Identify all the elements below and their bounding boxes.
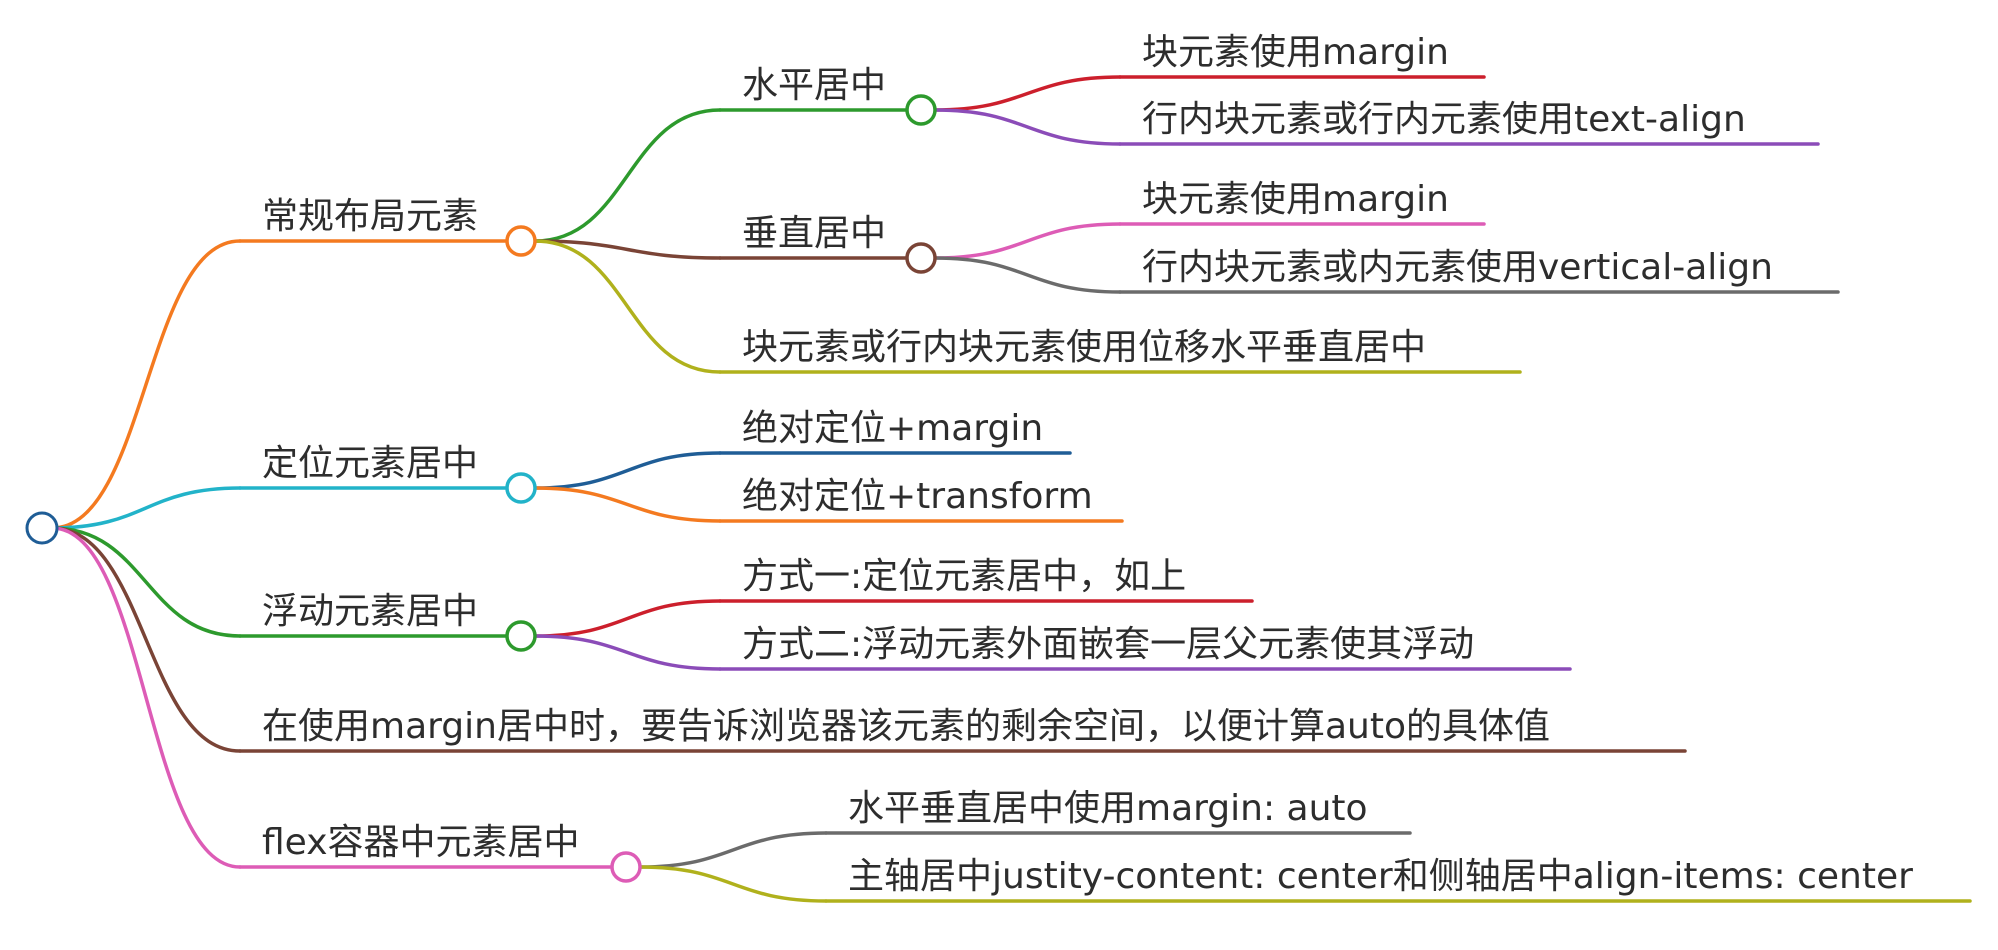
subtopic-normal-1-knot[interactable] — [905, 242, 937, 274]
subtopic-flex-0-label[interactable]: 水平垂直居中使用margin: auto — [848, 788, 1368, 829]
node-labels: 常规布局元素水平居中块元素使用margin行内块元素或行内元素使用text-al… — [262, 32, 1913, 897]
topic-flex-link — [50, 526, 242, 869]
topic-normal-link — [50, 239, 242, 530]
topic-flex-label[interactable]: flex容器中元素居中 — [262, 822, 580, 863]
leaf-horizontal-1-label[interactable]: 行内块元素或行内元素使用text-align — [1142, 99, 1746, 140]
subtopic-positioned-0-link — [533, 451, 722, 490]
subtopic-positioned-1-link — [533, 486, 722, 523]
leaf-vertical-1-label[interactable]: 行内块元素或内元素使用vertical-align — [1142, 247, 1773, 288]
subtopic-flex-1-link — [638, 865, 828, 903]
subtopic-flex-0-link — [638, 831, 828, 869]
subtopic-positioned-1-label[interactable]: 绝对定位+transform — [742, 476, 1093, 517]
subtopic-normal-2-label[interactable]: 块元素或行内块元素使用位移水平垂直居中 — [742, 327, 1426, 368]
subtopic-flex-1-label[interactable]: 主轴居中justity-content: center和侧轴居中align-it… — [848, 856, 1913, 897]
subtopic-normal-1-label[interactable]: 垂直居中 — [742, 213, 886, 254]
subtopic-float-0-label[interactable]: 方式一:定位元素居中，如上 — [742, 556, 1186, 597]
topic-normal-knot[interactable] — [505, 225, 537, 257]
subtopic-normal-0-label[interactable]: 水平居中 — [742, 65, 886, 106]
subtopic-normal-2-link — [533, 239, 722, 374]
topic-positioned-label[interactable]: 定位元素居中 — [262, 443, 478, 484]
topic-float-link — [50, 526, 242, 638]
topic-positioned-link — [50, 486, 242, 530]
topic-normal-label[interactable]: 常规布局元素 — [262, 196, 478, 237]
topic-float-knot[interactable] — [505, 620, 537, 652]
subtopic-normal-0-knot[interactable] — [905, 94, 937, 126]
leaf-vertical-1-link — [933, 256, 1122, 294]
subtopic-normal-1-link — [533, 239, 722, 260]
root-node[interactable] — [25, 511, 59, 545]
node-knots — [25, 94, 937, 883]
topic-positioned-knot[interactable] — [505, 472, 537, 504]
subtopic-float-0-link — [533, 599, 722, 638]
subtopic-float-1-link — [533, 634, 722, 671]
leaf-horizontal-1-link — [933, 108, 1122, 146]
topic-margin-note-link — [50, 526, 242, 753]
leaf-vertical-0-label[interactable]: 块元素使用margin — [1142, 179, 1449, 220]
subtopic-float-1-label[interactable]: 方式二:浮动元素外面嵌套一层父元素使其浮动 — [742, 624, 1474, 665]
topic-float-label[interactable]: 浮动元素居中 — [262, 591, 478, 632]
leaf-horizontal-0-label[interactable]: 块元素使用margin — [1142, 32, 1449, 73]
branch-links — [50, 75, 1972, 903]
topic-margin-note-label[interactable]: 在使用margin居中时，要告诉浏览器该元素的剩余空间，以便计算auto的具体值 — [262, 706, 1550, 747]
leaf-horizontal-0-link — [933, 75, 1122, 112]
leaf-vertical-0-link — [933, 222, 1122, 260]
subtopic-positioned-0-label[interactable]: 绝对定位+margin — [742, 408, 1043, 449]
subtopic-normal-0-link — [533, 108, 722, 243]
topic-flex-knot[interactable] — [610, 851, 642, 883]
